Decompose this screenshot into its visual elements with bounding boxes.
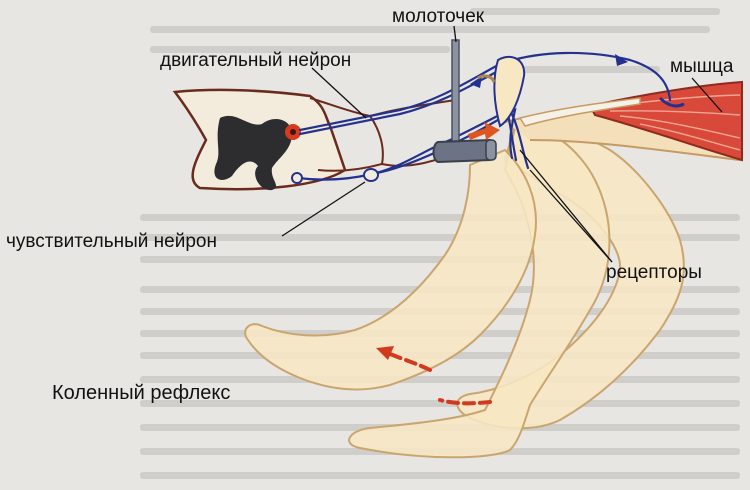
spinal-cord-section (175, 90, 345, 190)
motor-neuron-label: двигательный нейрон (160, 50, 351, 72)
hammer-label: молоточек (392, 6, 484, 28)
figure-caption: Коленный рефлекс (52, 382, 230, 404)
muscle-label: мышца (670, 56, 733, 78)
sensory-neuron-label: чувствительный нейрон (6, 231, 217, 253)
tap-arrow (468, 122, 500, 140)
sensory-neuron-body (364, 169, 378, 181)
patella (494, 57, 524, 126)
receptors-label: рецепторы (606, 262, 702, 284)
